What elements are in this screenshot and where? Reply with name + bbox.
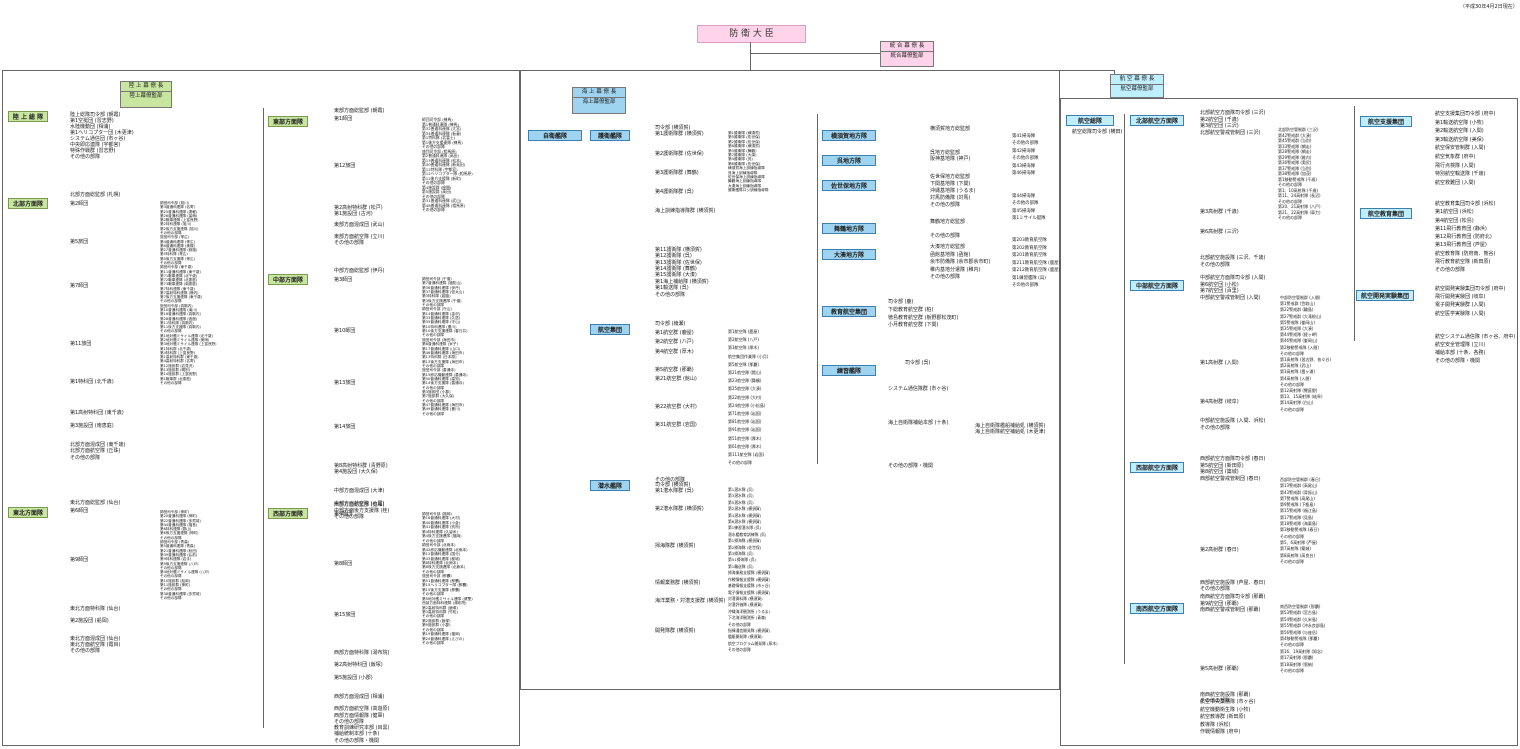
gsdf-northeastern-hq: 東北方面総監部 (仙台) <box>70 500 121 506</box>
gsdf-office: 陸上幕僚監部 <box>129 93 163 99</box>
asdf-education-units: 航空教育集団司令部 (浜松) 第1航空団 (浜松) 第4航空団 (松島) 第11… <box>1435 201 1496 274</box>
msdf-district-yokosuka-units: 横須賀地方総監部 <box>930 126 971 132</box>
asdf-office: 航空幕僚監部 <box>1120 86 1154 92</box>
gsdf-eastern-details: 師団司令部 (練馬) 第1普通科連隊 (練馬) 第32普通科連隊 (大宮) 第3… <box>422 117 473 212</box>
asdf-central-air: 中部航空方面隊 <box>1130 280 1184 291</box>
asdf-chief: 航 空 幕 僚 長 <box>1111 75 1163 85</box>
connector <box>750 53 880 54</box>
asdf-support-command: 航空支援集団 <box>1360 116 1412 127</box>
asdf-central-details: 中部防空管制群 (入間) 第1警戒群 (笠取山) 第22警戒群 (輪島) 第27… <box>1280 295 1331 412</box>
msdf-district-maizuru-units: 舞鶴地方総監部 その他の部隊 <box>930 219 966 239</box>
gsdf-middle-army: 中部方面隊 <box>268 274 308 285</box>
gsdf-northern-army: 北部方面隊 <box>8 198 48 209</box>
msdf-district-sasebo: 佐世保地方隊 <box>822 180 876 191</box>
gsdf-connector <box>263 108 264 728</box>
asdf-southwestern-air: 南西航空方面隊 <box>1130 603 1184 614</box>
gsdf-root-items: 陸上総隊司令部 (朝霞) 第1空挺団 (習志野) 水陸機動団 (相浦) 第1ヘリ… <box>70 112 134 160</box>
msdf-district-kure: 呉地方隊 <box>822 155 876 166</box>
msdf-escort-details: 第1護衛隊 (横須賀) 第5護衛隊 (佐世保) 第2護衛隊 (佐世保) 第6護衛… <box>728 131 769 193</box>
asdf-western-details: 西部防空管制群 (春日) 第13警戒群 (高尾山) 第43警戒群 (背振山) 第… <box>1280 477 1321 564</box>
asdf-southwestern-details: 南西防空管制群 (那覇) 第53警戒群 (宮古島) 第54警戒群 (久米島) 第… <box>1280 604 1326 674</box>
msdf-district-sasebo-units: 佐世保地方総監部 下関基地隊 (下関) 沖縄基地隊 (うるま) 対馬防備隊 (対… <box>930 174 976 208</box>
gsdf-chief: 陸 上 幕 僚 長 <box>121 82 171 92</box>
msdf-air-units: 司令部 (綾瀬) 第1航空群 (鹿屋) 第2航空群 (八戸) 第4航空群 (厚木… <box>655 321 697 484</box>
msdf-district-connector <box>817 114 818 464</box>
gsdf-northern-details: 師団司令部 (旭川) 第3普通科連隊 (名寄) 第25普通科連隊 (遠軽) 第2… <box>160 201 217 385</box>
msdf-air-details: 第1航空隊 (鹿屋) 第2航空隊 (八戸) 第3航空隊 (厚木) 航空集団作業隊… <box>728 329 769 466</box>
joint-staff-office: 統合幕僚監部 <box>890 53 924 59</box>
asdf-central-units: 中部航空方面隊司令部 (入間) 第6航空団 (小松) 第7航空団 (百里) 中部… <box>1200 275 1266 431</box>
gsdf-middle-units: 第3師団 第10師団 第13旅団 第14旅団 第8高射特科群 (青野原) 第4施… <box>334 277 390 521</box>
gsdf-frame <box>2 70 520 746</box>
msdf-escort-units: 司令部 (横須賀) 第1護衛隊群 (横須賀) 第2護衛隊群 (佐世保) 第3護衛… <box>655 125 716 298</box>
msdf-district-kure-units: 呉地方総監部 阪神基地隊 (神戸) <box>930 150 971 162</box>
gsdf-northern-units: 第2師団 第5旅団 第7師団 第11旅団 第1特科団 (北千歳) 第1高射特科団… <box>70 201 126 461</box>
gsdf-northeastern-units: 第6師団 第9師団 東北方面特科隊 (仙台) 第2施設団 (船岡) 東北方面混成… <box>70 508 121 655</box>
asdf-support-units: 航空支援集団司令部 (府中) 第1輸送航空隊 (小牧) 第2輸送航空隊 (入間)… <box>1435 111 1496 186</box>
asdf-northern-air: 北部航空方面隊 <box>1130 115 1184 126</box>
asdf-western-air: 西部航空方面隊 <box>1130 462 1184 473</box>
msdf-training-squadron-units: 司令部 (呉) <box>905 360 931 366</box>
joint-staff-chief: 統 合 幕 僚 長 <box>881 42 933 52</box>
gsdf-northern-hq: 北部方面総監部 (札幌) <box>70 192 121 198</box>
minister-box: 防 衛 大 臣 <box>697 25 806 43</box>
gsdf-middle-hq: 中部方面総監部 (伊丹) <box>334 268 385 274</box>
msdf-office: 海上幕僚監部 <box>582 99 616 105</box>
gsdf-middle-details: 師団司令部 (千僧) 第7普通科連隊 (福知山) 第36普通科連隊 (伊丹) 第… <box>422 277 468 416</box>
gsdf-northeastern-army: 東北方面隊 <box>8 507 48 518</box>
asdf-air-defense-command-hq: 航空総隊司令部 (横田) <box>1072 129 1123 135</box>
asdf-development-test-command: 航空開発実験集団 <box>1356 290 1414 301</box>
asdf-frame <box>1060 98 1518 746</box>
date-note: （平成30年4月2日現在） <box>1460 4 1518 10</box>
gsdf-western-details: 師団司令部 (福岡) 第16普通科連隊 (大村) 第40普通科連隊 (小倉) 第… <box>422 512 473 646</box>
msdf-submarine-fleet: 潜水艦隊 <box>590 480 630 491</box>
gsdf-eastern-units: 第1師団 第12旅団 第2高射特科群 (松戸) 第1施設団 (古河) 東部方面混… <box>334 116 385 247</box>
msdf-air-training-units: 司令部 (鹿) 下総教育航空群 (柏) 徳島教育航空群 (板野郡松茂町) 小月教… <box>888 299 959 329</box>
asdf-bottom-units: 航空システム通信隊 (市ヶ谷、府中) 航空安全管理隊 (立川) 補給本部 (十条… <box>1435 334 1516 364</box>
asdf-chief-box: 航 空 幕 僚 長 航空幕僚監部 <box>1110 74 1164 98</box>
msdf-air-fleet: 航空集団 <box>590 324 630 335</box>
asdf-center-units: 航空中央業務隊 (市ヶ谷) 航空機動衛生隊 (小牧) 航空教導群 (新田原) 教… <box>1200 699 1256 735</box>
gsdf-ground-component: 陸 上 総 隊 <box>8 111 48 122</box>
joint-staff-box: 統 合 幕 僚 長 統合幕僚監部 <box>880 41 934 67</box>
msdf-sub-units: 司令部 (横須賀) 第1潜水隊群 (呉) 第2潜水隊群 (横須賀) 掃海隊群 (… <box>655 482 726 635</box>
gsdf-chief-box: 陸 上 幕 僚 長 陸上幕僚監部 <box>120 81 172 108</box>
msdf-district-yokosuka: 横須賀地方隊 <box>822 130 876 141</box>
asdf-southwestern-units: 南西航空方面隊司令部 (那覇) 第9航空団 (那覇) 南西航空警戒管制団 (那覇… <box>1200 594 1266 704</box>
msdf-training-squadron: 練習艦隊 <box>822 365 876 376</box>
gsdf-western-army: 西部方面隊 <box>268 508 308 519</box>
msdf-district-ominato-units: 大湊地方総監部 函館基地隊 (函館) 余市防備隊 (余市郡余市町) 稚内基地分遣… <box>930 244 991 280</box>
msdf-district-ominato: 大湊地方隊 <box>822 249 876 260</box>
asdf-air-defense-connector <box>1124 114 1125 664</box>
gsdf-northeastern-details: 師団司令部 (神町) 第20普通科連隊 (神町) 第22普通科連隊 (多賀城) … <box>160 510 210 600</box>
asdf-western-units: 西部航空方面隊司令部 (春日) 第5航空団 (新田原) 第8航空団 (築城) 西… <box>1200 456 1266 592</box>
msdf-frame <box>520 70 1060 690</box>
gsdf-eastern-army: 東部方面隊 <box>268 116 308 127</box>
asdf-air-defense-command: 航空総隊 <box>1066 115 1114 126</box>
msdf-extras: システム通信隊群 (市ヶ谷) 海上自衛隊補給本部 (十条) その他の部隊・機関 <box>888 386 949 469</box>
gsdf-eastern-hq: 東部方面総監部 (朝霞) <box>334 108 385 114</box>
msdf-chief-box: 海 上 幕 僚 長 海上幕僚監部 <box>572 87 626 114</box>
connector <box>750 42 751 70</box>
asdf-support-connector <box>1354 106 1355 341</box>
msdf-escort-fleet: 護衛艦隊 <box>590 130 630 141</box>
msdf-district-details: 第41掃海隊 その他の部隊 第42掃海隊 その他の部隊 第43掃海隊 第46掃海… <box>1012 134 1061 289</box>
asdf-development-test-units: 航空開発実験集団司令部 (府中) 飛行開発実験団 (岐阜) 電子開発実験群 (入… <box>1435 286 1506 317</box>
msdf-air-training-command: 教育航空集団 <box>822 306 876 317</box>
asdf-northern-details: 北部防空管制群 (三沢) 第42警戒群 (大湊) 第45警戒群 (当別) 第33… <box>1278 127 1321 220</box>
asdf-education-command: 航空教育集団 <box>1360 208 1412 219</box>
msdf-chief: 海 上 幕 僚 長 <box>573 88 625 98</box>
gsdf-western-hq: 西部方面総監部 (健軍) <box>334 502 385 508</box>
gsdf-western-units: 第4師団 第8師団 第15旅団 西部方面特科隊 (湯布院) 第2高射特科団 (飯… <box>334 511 390 744</box>
msdf-self-defense-fleet: 自衛艦隊 <box>528 130 582 141</box>
msdf-district-maizuru: 舞鶴地方隊 <box>822 223 876 234</box>
asdf-northern-units: 北部航空方面隊司令部 (三沢) 第2航空団 (千歳) 第3航空団 (三沢) 北部… <box>1200 110 1266 268</box>
msdf-extras-depots: 海上自衛隊艦船補給処 (横須賀) 海上自衛隊航空補給処 (木更津) <box>975 423 1046 435</box>
msdf-sub-details: 第1潜水隊 (呉) 第3潜水隊 (呉) 第5潜水隊 (呉) 第2潜水隊 (横須賀… <box>728 487 778 653</box>
